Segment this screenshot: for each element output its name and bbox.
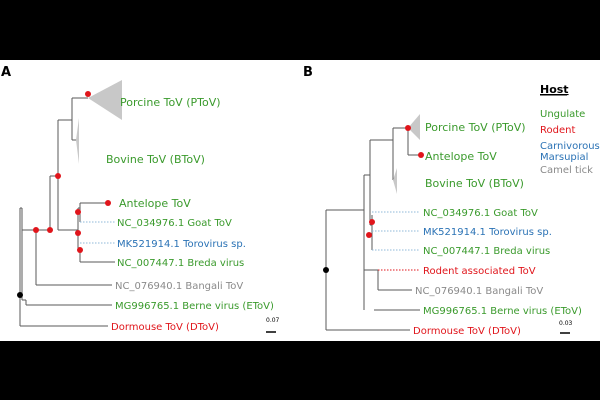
bootstrap-node — [105, 200, 111, 206]
bootstrap-node — [366, 232, 372, 238]
panel-a-branches — [19, 97, 115, 327]
taxon-label-mk: MK521914.1 Torovirus sp. — [117, 239, 246, 250]
host-legend: Host Ungulate Rodent Carnivorous Marsupi… — [540, 83, 600, 176]
legend-item-ungulate: Ungulate — [540, 109, 585, 120]
legend-item-carnivorous: Carnivorous — [540, 141, 600, 152]
scale-bar-label: 0.07 — [266, 317, 280, 324]
bootstrap-node — [75, 230, 81, 236]
taxon-label-dormouse: Dormouse ToV (DToV) — [111, 322, 219, 333]
legend-item-camel-tick: Camel tick — [540, 165, 593, 176]
figure-panel-area — [0, 60, 600, 341]
taxon-label-berne: MG996765.1 Berne virus (EToV) — [115, 301, 274, 312]
taxon-label-rodent: Rodent associated ToV — [423, 266, 536, 277]
legend-item-rodent: Rodent — [540, 125, 575, 136]
bootstrap-node — [77, 247, 83, 253]
taxon-label-breda: NC_007447.1 Breda virus — [423, 246, 550, 257]
panel-b-label: B — [303, 65, 313, 80]
taxon-label-goat: NC_034976.1 Goat ToV — [423, 208, 538, 219]
panel-b-nodes — [323, 125, 424, 273]
panel-a-dotted-connectors — [80, 221, 115, 244]
panel-a-label: A — [1, 65, 11, 80]
bootstrap-node — [405, 125, 411, 131]
bootstrap-node — [418, 152, 424, 158]
taxon-label-berne: MG996765.1 Berne virus (EToV) — [423, 306, 582, 317]
taxon-label-btov: Bovine ToV (BToV) — [106, 153, 205, 166]
legend-title: Host — [540, 83, 569, 96]
taxon-label-mk: MK521914.1 Torovirus sp. — [423, 227, 552, 238]
root-node — [323, 267, 329, 273]
collapsed-clade-ptov — [88, 80, 122, 120]
bootstrap-node — [33, 227, 39, 233]
taxon-label-bangali: NC_076940.1 Bangali ToV — [415, 286, 543, 297]
taxon-label-btov: Bovine ToV (BToV) — [425, 177, 524, 190]
bootstrap-node — [85, 91, 91, 97]
collapsed-clade-btov — [76, 118, 79, 164]
taxon-label-breda: NC_007447.1 Breda virus — [117, 258, 244, 269]
taxon-label-ptov: Porcine ToV (PToV) — [425, 121, 526, 134]
bootstrap-node — [47, 227, 53, 233]
bootstrap-node — [55, 173, 61, 179]
bootstrap-node — [369, 219, 375, 225]
panel-b-branches — [325, 127, 421, 331]
scale-bar-label: 0.03 — [559, 320, 573, 327]
collapsed-clade-ptov — [408, 114, 420, 140]
panel-b: B — [303, 65, 582, 337]
bootstrap-node — [75, 209, 81, 215]
taxon-label-bangali: NC_076940.1 Bangali ToV — [115, 281, 243, 292]
panel-a-nodes — [17, 91, 111, 298]
taxon-label-antelope: Antelope ToV — [425, 150, 497, 163]
taxon-label-ptov: Porcine ToV (PToV) — [120, 96, 221, 109]
taxon-label-antelope: Antelope ToV — [119, 197, 191, 210]
collapsed-clade-btov — [393, 168, 397, 194]
taxon-label-goat: NC_034976.1 Goat ToV — [117, 218, 232, 229]
panel-a: A — [1, 65, 280, 333]
taxon-label-dormouse: Dormouse ToV (DToV) — [413, 326, 521, 337]
root-node — [17, 292, 23, 298]
legend-item-marsupial: Marsupial — [540, 152, 588, 163]
panel-b-dotted-connectors — [372, 211, 420, 271]
